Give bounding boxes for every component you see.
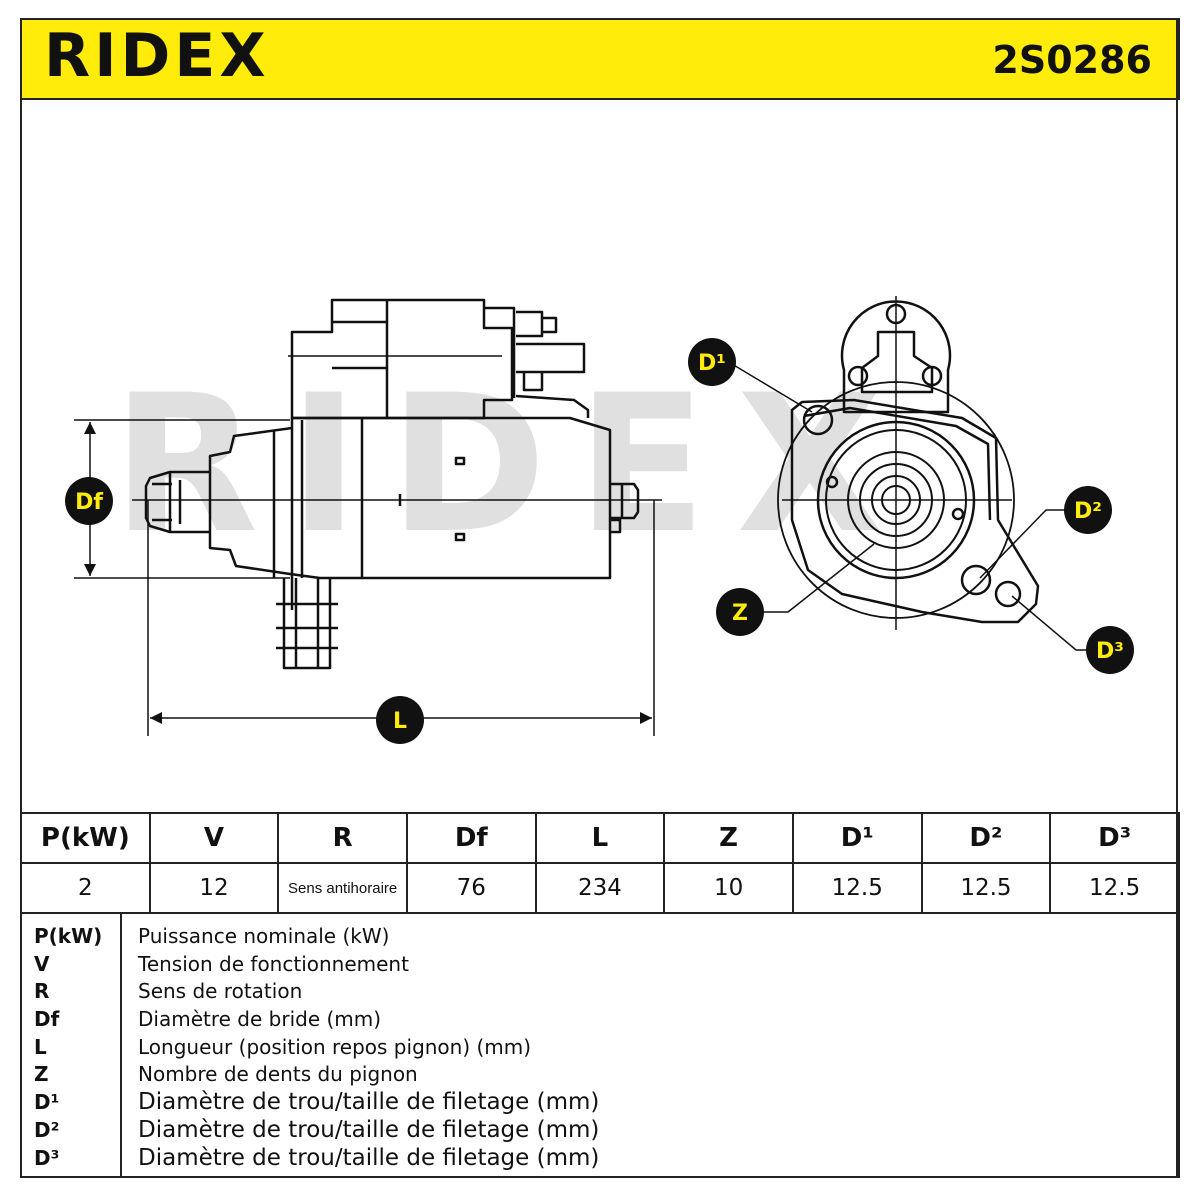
legend-row: L Longueur (position repos pignon) (mm) [22, 1033, 1178, 1061]
legend-row: D¹ Diamètre de trou/taille de filetage (… [22, 1088, 1178, 1116]
label-z: Z [716, 588, 764, 636]
part-number: 2S0286 [992, 38, 1152, 82]
legend-row: P(kW) Puissance nominale (kW) [22, 922, 1178, 950]
header-v: V [148, 812, 280, 864]
value-pkw: 2 [20, 862, 151, 914]
header-pkw: P(kW) [20, 812, 151, 864]
value-d3: 12.5 [1049, 862, 1180, 914]
value-d1: 12.5 [791, 862, 923, 914]
legend-key: R [34, 979, 50, 1003]
value-r: Sens antihoraire [277, 862, 408, 914]
legend-key: Df [34, 1007, 60, 1031]
technical-drawing: RIDEX [65, 296, 1134, 744]
legend-row: D² Diamètre de trou/taille de filetage (… [22, 1116, 1178, 1144]
legend-row: Df Diamètre de bride (mm) [22, 1005, 1178, 1033]
value-l: 234 [534, 862, 666, 914]
svg-text:D²: D² [1074, 499, 1102, 524]
svg-text:L: L [393, 709, 407, 734]
label-l: L [376, 696, 424, 744]
legend-text: Puissance nominale (kW) [138, 924, 390, 948]
label-d2: D² [1064, 486, 1112, 534]
legend-text: Diamètre de trou/taille de filetage (mm) [138, 1089, 600, 1115]
header-d2: D² [920, 812, 1052, 864]
legend-key: L [34, 1035, 47, 1059]
legend-box: P(kW) Puissance nominale (kW) V Tension … [20, 912, 1180, 1178]
label-df: Df [65, 477, 113, 525]
legend-key: D¹ [34, 1090, 60, 1114]
header-l: L [534, 812, 666, 864]
legend-key: V [34, 952, 50, 976]
legend-row: Z Nombre de dents du pignon [22, 1060, 1178, 1088]
legend-text: Sens de rotation [138, 979, 303, 1003]
value-d2: 12.5 [920, 862, 1052, 914]
legend-text: Longueur (position repos pignon) (mm) [138, 1035, 532, 1059]
header-d3: D³ [1049, 812, 1180, 864]
specs-table: P(kW) V R Df L Z D¹ D² D³ 2 12 Sens anti… [20, 812, 1180, 914]
legend-text: Diamètre de trou/taille de filetage (mm) [138, 1145, 600, 1171]
legend-row: R Sens de rotation [22, 977, 1178, 1005]
legend-divider [120, 914, 122, 1178]
specs-header-row: P(kW) V R Df L Z D¹ D² D³ [20, 812, 1180, 864]
value-z: 10 [663, 862, 794, 914]
legend-key: D³ [34, 1146, 60, 1170]
legend-key: P(kW) [34, 924, 103, 948]
value-df: 76 [405, 862, 537, 914]
legend-row: V Tension de fonctionnement [22, 950, 1178, 978]
starter-side-view [144, 298, 640, 670]
specs-value-row: 2 12 Sens antihoraire 76 234 10 12.5 12.… [20, 862, 1180, 914]
legend-text: Diamètre de bride (mm) [138, 1007, 382, 1031]
legend-row: D³ Diamètre de trou/taille de filetage (… [22, 1144, 1178, 1172]
value-v: 12 [148, 862, 280, 914]
brand-logo: RIDEX [44, 21, 270, 91]
watermark-text: RIDEX [112, 354, 913, 575]
legend-key: Z [34, 1062, 49, 1086]
starter-end-view [777, 296, 1040, 630]
header-z: Z [663, 812, 794, 864]
legend-key: D² [34, 1118, 60, 1142]
svg-text:D¹: D¹ [698, 351, 726, 376]
header-d1: D¹ [791, 812, 923, 864]
legend-text: Tension de fonctionnement [138, 952, 409, 976]
svg-text:Df: Df [75, 490, 103, 515]
label-d3: D³ [1086, 626, 1134, 674]
header-df: Df [405, 812, 537, 864]
svg-text:Z: Z [732, 601, 748, 626]
svg-text:D³: D³ [1096, 639, 1124, 664]
label-d1: D¹ [688, 338, 736, 386]
header-r: R [277, 812, 408, 864]
legend-text: Diamètre de trou/taille de filetage (mm) [138, 1117, 600, 1143]
legend-text: Nombre de dents du pignon [138, 1062, 418, 1086]
